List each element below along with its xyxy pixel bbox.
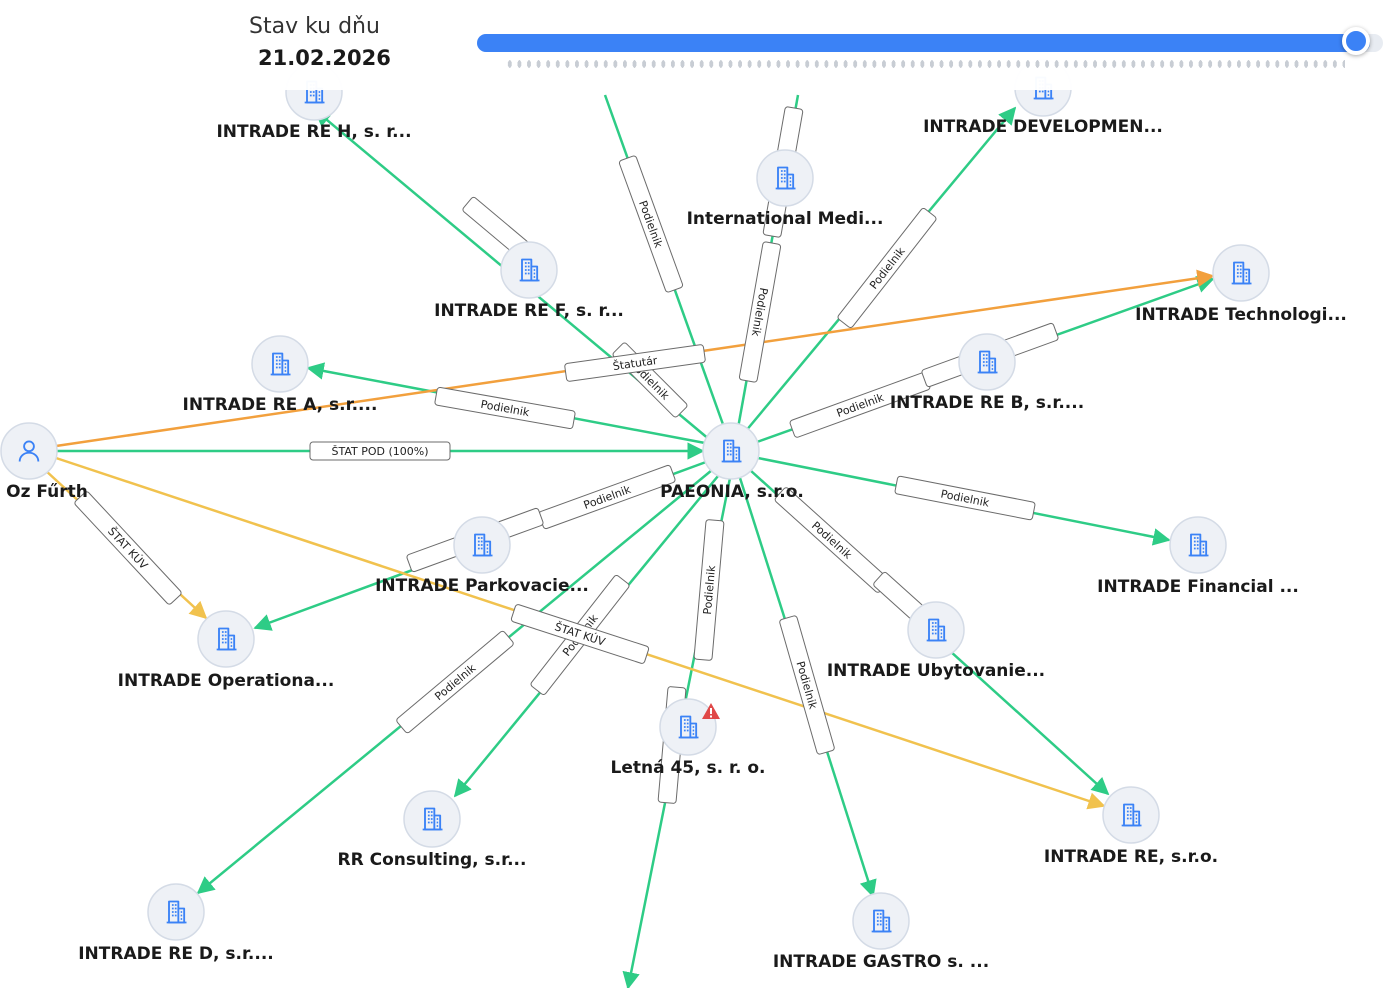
node-rr-consulting[interactable]: RR Consulting, s.r... [338, 790, 527, 870]
edge-label-top-left[interactable]: Podielnik [618, 155, 684, 293]
date-value: 21.02.2026 [258, 46, 391, 70]
node-intrade-parkovacie[interactable]: INTRADE Parkovacie... [375, 516, 589, 596]
edge-label-text: Podielnik [809, 519, 855, 562]
timeline-slider[interactable] [477, 27, 1383, 55]
node-intrade-re[interactable]: INTRADE RE, s.r.o. [1044, 786, 1218, 867]
node-label: INTRADE RE, s.r.o. [1044, 847, 1218, 867]
node-label: INTRADE DEVELOPMEN... [923, 117, 1163, 137]
timeline-fill [477, 34, 1370, 52]
node-label: INTRADE Technologi... [1135, 305, 1347, 325]
node-intrade-gastro[interactable]: INTRADE GASTRO s. ... [773, 892, 989, 972]
node-label: INTRADE Ubytovanie... [827, 661, 1045, 681]
node-label: INTRADE GASTRO s. ... [773, 952, 989, 972]
node-label: INTRADE RE F, s. r... [434, 301, 624, 321]
edge-labels-layer: Podielnik Podielnik Podielnik Podielnik … [74, 106, 1059, 804]
node-intrade-technologi[interactable]: INTRADE Technologi... [1135, 244, 1347, 325]
node-intrade-operationa[interactable]: INTRADE Operationa... [118, 610, 335, 691]
edge-label-re-a[interactable]: Podielnik [434, 386, 576, 430]
node-oz-furth[interactable]: Oz Fűrth [0, 422, 88, 502]
node-label: INTRADE RE A, s.r.... [183, 395, 378, 415]
node-label: INTRADE RE B, s.r.... [890, 393, 1084, 413]
edge-label-text: Podielnik [701, 564, 718, 615]
node-intrade-financial[interactable]: INTRADE Financial ... [1097, 516, 1299, 597]
edge-label-oz-ops[interactable]: ŠTAT KÚV [74, 491, 183, 606]
edge-label-re[interactable]: Podielnik [774, 486, 890, 593]
node-intrade-re-f[interactable]: INTRADE RE F, s. r... [434, 241, 624, 321]
node-label: INTRADE Financial ... [1097, 577, 1299, 597]
node-letna-45[interactable]: Letná 45, s. r. o. [611, 698, 766, 778]
node-label: International Medi... [687, 209, 884, 229]
node-label: PAEONIA, s.r.o. [660, 482, 804, 502]
edge-label-fin[interactable]: Podielnik [894, 475, 1036, 521]
warning-icon [702, 703, 720, 719]
edge-label-gastro[interactable]: Podielnik [779, 615, 835, 755]
node-label: INTRADE RE D, s.r.... [78, 944, 274, 964]
edge-label-text: ŠTAT POD (100%) [331, 445, 428, 458]
edge-label-bottom[interactable]: Podielnik [693, 519, 725, 661]
nodes-layer: PAEONIA, s.r.o. Oz Fűrth INTRADE RE H, s… [0, 59, 1347, 972]
edge-label-text: Štatutár [612, 354, 659, 373]
timeline-thumb[interactable] [1342, 27, 1370, 55]
node-label: Letná 45, s. r. o. [611, 758, 766, 778]
edge-label-oz-re[interactable]: ŠTAT KÚV [510, 604, 650, 664]
edge-label-statutar[interactable]: Štatutár [564, 344, 706, 382]
node-international-medi[interactable]: International Medi... [687, 149, 884, 229]
timeline-ticks [505, 59, 1345, 69]
edge-label-re-d[interactable]: Podielnik [396, 630, 515, 734]
node-label: RR Consulting, s.r... [338, 850, 527, 870]
node-paeonia[interactable]: PAEONIA, s.r.o. [660, 422, 804, 502]
edges-layer [44, 94, 1215, 988]
node-intrade-ubytovanie[interactable]: INTRADE Ubytovanie... [827, 601, 1045, 681]
edge-label-ops[interactable]: Podielnik [538, 464, 676, 530]
date-caption: Stav ku dňu [249, 14, 380, 39]
edge-label-intl-lower[interactable]: Podielnik [738, 241, 782, 383]
node-label: Oz Fűrth [6, 482, 88, 502]
node-label: INTRADE Operationa... [118, 671, 335, 691]
node-label: INTRADE Parkovacie... [375, 576, 589, 596]
node-intrade-re-d[interactable]: INTRADE RE D, s.r.... [78, 883, 274, 964]
node-label: INTRADE RE H, s. r... [216, 122, 411, 142]
timeline-header: Stav ku dňu 21.02.2026 [0, 0, 1386, 90]
edge-label-text: Podielnik [867, 244, 908, 291]
node-intrade-re-b[interactable]: INTRADE RE B, s.r.... [890, 333, 1084, 413]
edge-label-text: Podielnik [432, 661, 479, 703]
node-intrade-re-a[interactable]: INTRADE RE A, s.r.... [183, 335, 378, 415]
edge-label-stat-pod[interactable]: ŠTAT POD (100%) [309, 441, 451, 461]
edge-label-text: ŠTAT KÚV [105, 525, 150, 572]
